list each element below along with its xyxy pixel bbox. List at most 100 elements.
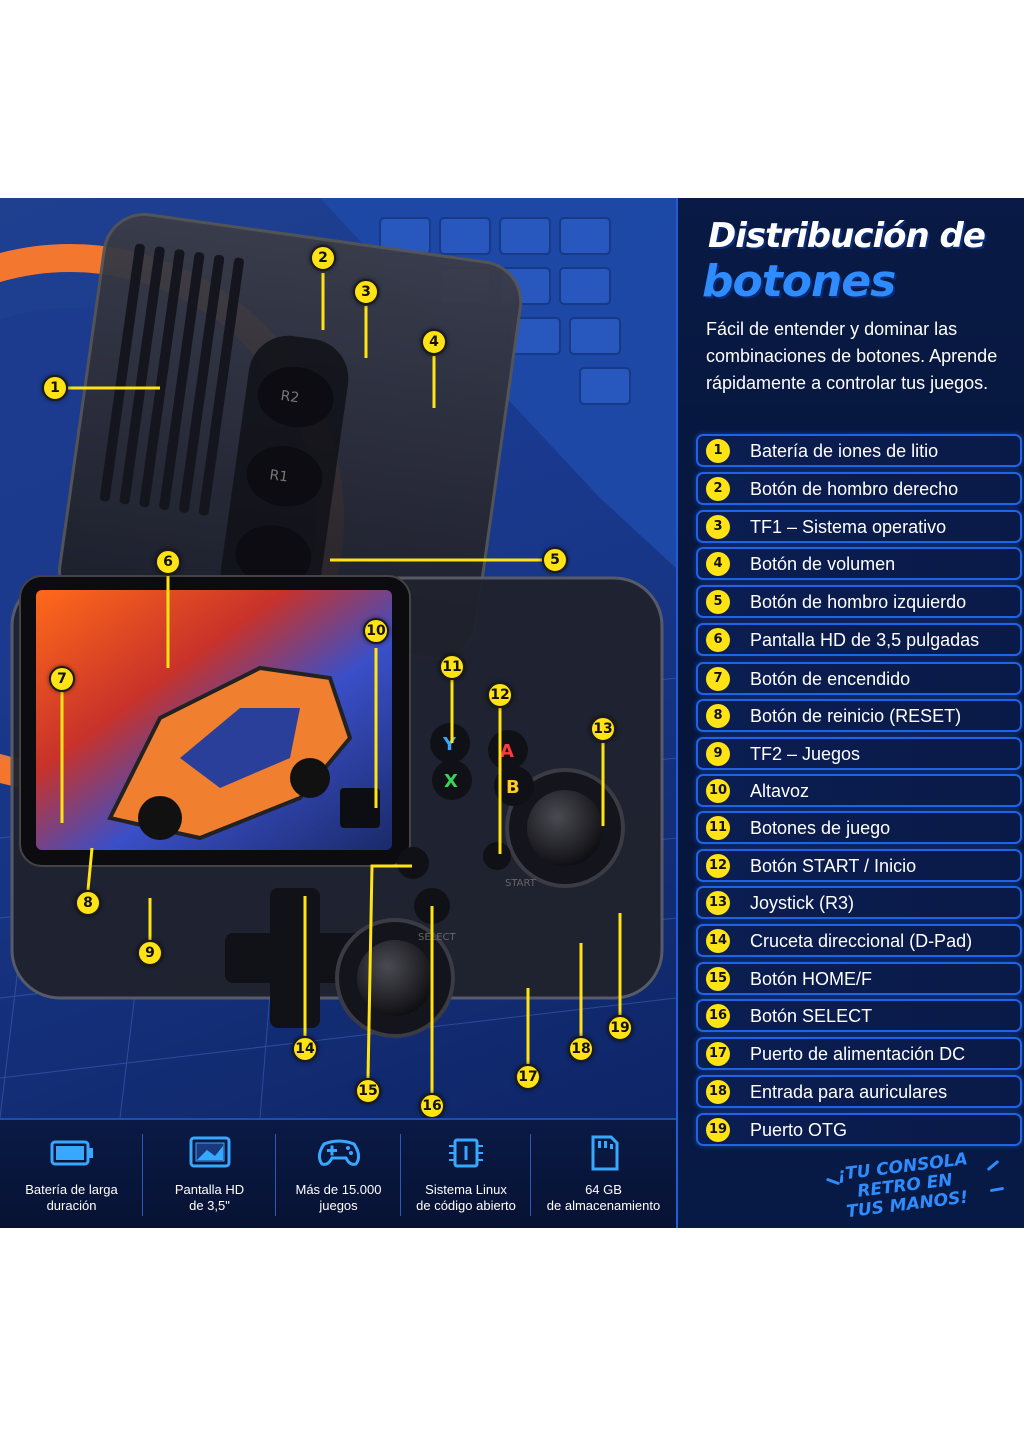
item-number: 11 bbox=[706, 816, 730, 840]
list-item: 8 Botón de reinicio (RESET) bbox=[696, 699, 1022, 732]
right-joystick bbox=[527, 790, 603, 866]
callout-18: 18 bbox=[568, 1036, 594, 1062]
list-item: 17 Puerto de alimentación DC bbox=[696, 1037, 1022, 1070]
panel-title-line2: botones bbox=[702, 256, 896, 307]
r1-label: R1 bbox=[268, 467, 289, 485]
callout-12: 12 bbox=[487, 682, 513, 708]
item-number: 19 bbox=[706, 1118, 730, 1142]
item-label: Botón de volumen bbox=[750, 554, 896, 574]
button-layout-panel: Distribución de botones Fácil de entende… bbox=[676, 198, 1024, 1228]
callout-7: 7 bbox=[49, 666, 75, 692]
callout-19: 19 bbox=[607, 1015, 633, 1041]
item-number: 9 bbox=[706, 742, 730, 766]
list-item: 13 Joystick (R3) bbox=[696, 886, 1022, 919]
left-joystick bbox=[357, 940, 433, 1016]
y-button-label: Y bbox=[442, 734, 457, 755]
item-label: Altavoz bbox=[750, 781, 810, 801]
callout-13: 13 bbox=[590, 716, 616, 742]
item-label: Botón de encendido bbox=[750, 669, 911, 689]
battery-icon bbox=[50, 1140, 93, 1166]
item-label: Joystick (R3) bbox=[750, 893, 855, 913]
callout-15: 15 bbox=[355, 1078, 381, 1104]
item-label: TF2 – Juegos bbox=[750, 744, 861, 764]
list-item: 10 Altavoz bbox=[696, 774, 1022, 807]
race-car-graphic bbox=[107, 665, 353, 841]
item-label: Botón HOME/F bbox=[750, 969, 873, 989]
callout-8: 8 bbox=[75, 890, 101, 916]
item-number: 7 bbox=[706, 667, 730, 691]
feature-storage-line2: de almacenamiento bbox=[546, 1198, 661, 1213]
sd-card-icon bbox=[591, 1135, 618, 1171]
item-number: 17 bbox=[706, 1042, 730, 1066]
feature-screen-line2: de 3,5" bbox=[189, 1198, 230, 1213]
callout-17: 17 bbox=[515, 1064, 541, 1090]
list-item: 5 Botón de hombro izquierdo bbox=[696, 585, 1022, 618]
item-number: 3 bbox=[706, 515, 730, 539]
list-item: 3 TF1 – Sistema operativo bbox=[696, 510, 1022, 543]
feature-games-line1: Más de 15.000 bbox=[295, 1182, 382, 1197]
panel-title-line1: Distribución de bbox=[708, 216, 986, 256]
item-number: 6 bbox=[706, 628, 730, 652]
item-number: 10 bbox=[706, 779, 730, 803]
slogan: ¡TU CONSOLA RETRO EN TUS MANOS! bbox=[827, 1149, 983, 1224]
item-label: Botón de hombro derecho bbox=[750, 479, 959, 499]
feature-games-line2: juegos bbox=[319, 1198, 358, 1213]
item-label: Entrada para auriculares bbox=[750, 1082, 948, 1102]
list-item: 18 Entrada para auriculares bbox=[696, 1075, 1022, 1108]
console-front: Y A X B START SELECT bbox=[10, 575, 664, 1038]
item-number: 12 bbox=[706, 854, 730, 878]
list-item: 4 Botón de volumen bbox=[696, 547, 1022, 580]
select-label: SELECT bbox=[418, 932, 457, 943]
feature-battery-line1: Batería de larga bbox=[25, 1182, 118, 1197]
callout-1: 1 bbox=[42, 375, 68, 401]
b-button-label: B bbox=[506, 777, 520, 798]
gamepad-icon bbox=[317, 1139, 360, 1166]
item-number: 15 bbox=[706, 967, 730, 991]
callout-10: 10 bbox=[363, 618, 389, 644]
callout-16: 16 bbox=[419, 1093, 445, 1118]
item-number: 13 bbox=[706, 891, 730, 915]
console-illustration: R2 R1 bbox=[0, 198, 676, 1118]
item-number: 8 bbox=[706, 704, 730, 728]
chip-icon bbox=[449, 1138, 483, 1168]
console-photo: R2 R1 bbox=[0, 198, 676, 1118]
callout-4: 4 bbox=[421, 329, 447, 355]
callout-9: 9 bbox=[137, 940, 163, 966]
screen-icon bbox=[189, 1136, 230, 1168]
item-label: Cruceta direccional (D-Pad) bbox=[750, 931, 973, 951]
panel-intro: Fácil de entender y dominar las combinac… bbox=[706, 319, 998, 393]
callout-2: 2 bbox=[310, 245, 336, 271]
item-label: Botón de reinicio (RESET) bbox=[750, 706, 962, 726]
a-button-label: A bbox=[500, 741, 514, 762]
item-number: 4 bbox=[706, 552, 730, 576]
feature-battery-line2: duración bbox=[46, 1198, 97, 1213]
d-pad bbox=[225, 888, 365, 1028]
spark-right-2 bbox=[989, 1186, 1005, 1193]
item-label: TF1 – Sistema operativo bbox=[750, 517, 947, 537]
item-number: 18 bbox=[706, 1080, 730, 1104]
item-number: 1 bbox=[706, 439, 730, 463]
r2-label: R2 bbox=[280, 388, 301, 406]
feature-linux-line2: de código abierto bbox=[416, 1198, 516, 1213]
item-label: Puerto de alimentación DC bbox=[750, 1044, 966, 1064]
list-item: 7 Botón de encendido bbox=[696, 662, 1022, 695]
item-label: Botón SELECT bbox=[750, 1006, 873, 1026]
item-number: 5 bbox=[706, 590, 730, 614]
item-label: Botón START / Inicio bbox=[750, 856, 917, 876]
list-item: 15 Botón HOME/F bbox=[696, 962, 1022, 995]
item-label: Botón de hombro izquierdo bbox=[750, 592, 967, 612]
callout-5: 5 bbox=[542, 547, 568, 573]
callout-14: 14 bbox=[292, 1036, 318, 1062]
product-banner: R2 R1 bbox=[0, 198, 1024, 1228]
